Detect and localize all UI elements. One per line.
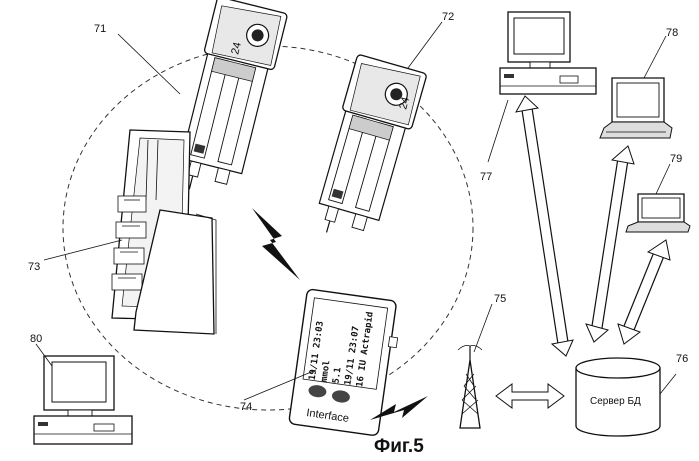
arrow-laptop78-server [586, 146, 634, 342]
ref-73: 73 [28, 261, 40, 273]
ref-75: 75 [494, 293, 506, 305]
laptop-78 [600, 78, 672, 138]
leader-76 [660, 374, 676, 394]
ref-76: 76 [676, 353, 688, 365]
desktop-computer-77 [500, 12, 596, 94]
wireless-signal-icon [252, 208, 300, 280]
ref-72: 72 [442, 11, 454, 23]
leader-77 [488, 100, 508, 162]
figure-caption: Фиг.5 [374, 436, 424, 457]
leader-71 [118, 34, 180, 94]
ref-79: 79 [670, 153, 682, 165]
ref-74: 74 [240, 401, 252, 413]
laptop-79 [626, 194, 690, 232]
arrow-laptop79-server [618, 240, 670, 344]
insulin-pen-72 [308, 54, 427, 247]
leader-75 [474, 304, 492, 352]
leader-72 [408, 22, 442, 68]
server-label: Сервер БД [590, 396, 641, 407]
leader-79 [656, 164, 670, 194]
arrow-computer77-server [516, 96, 573, 356]
arrow-tower-server [496, 384, 564, 408]
ref-78: 78 [666, 27, 678, 39]
ref-71: 71 [94, 23, 106, 35]
leader-73 [44, 240, 122, 260]
radio-tower-75 [458, 346, 482, 429]
leader-78 [644, 36, 666, 78]
ref-77: 77 [480, 171, 492, 183]
desktop-computer-80 [34, 356, 132, 444]
ref-80: 80 [30, 333, 42, 345]
